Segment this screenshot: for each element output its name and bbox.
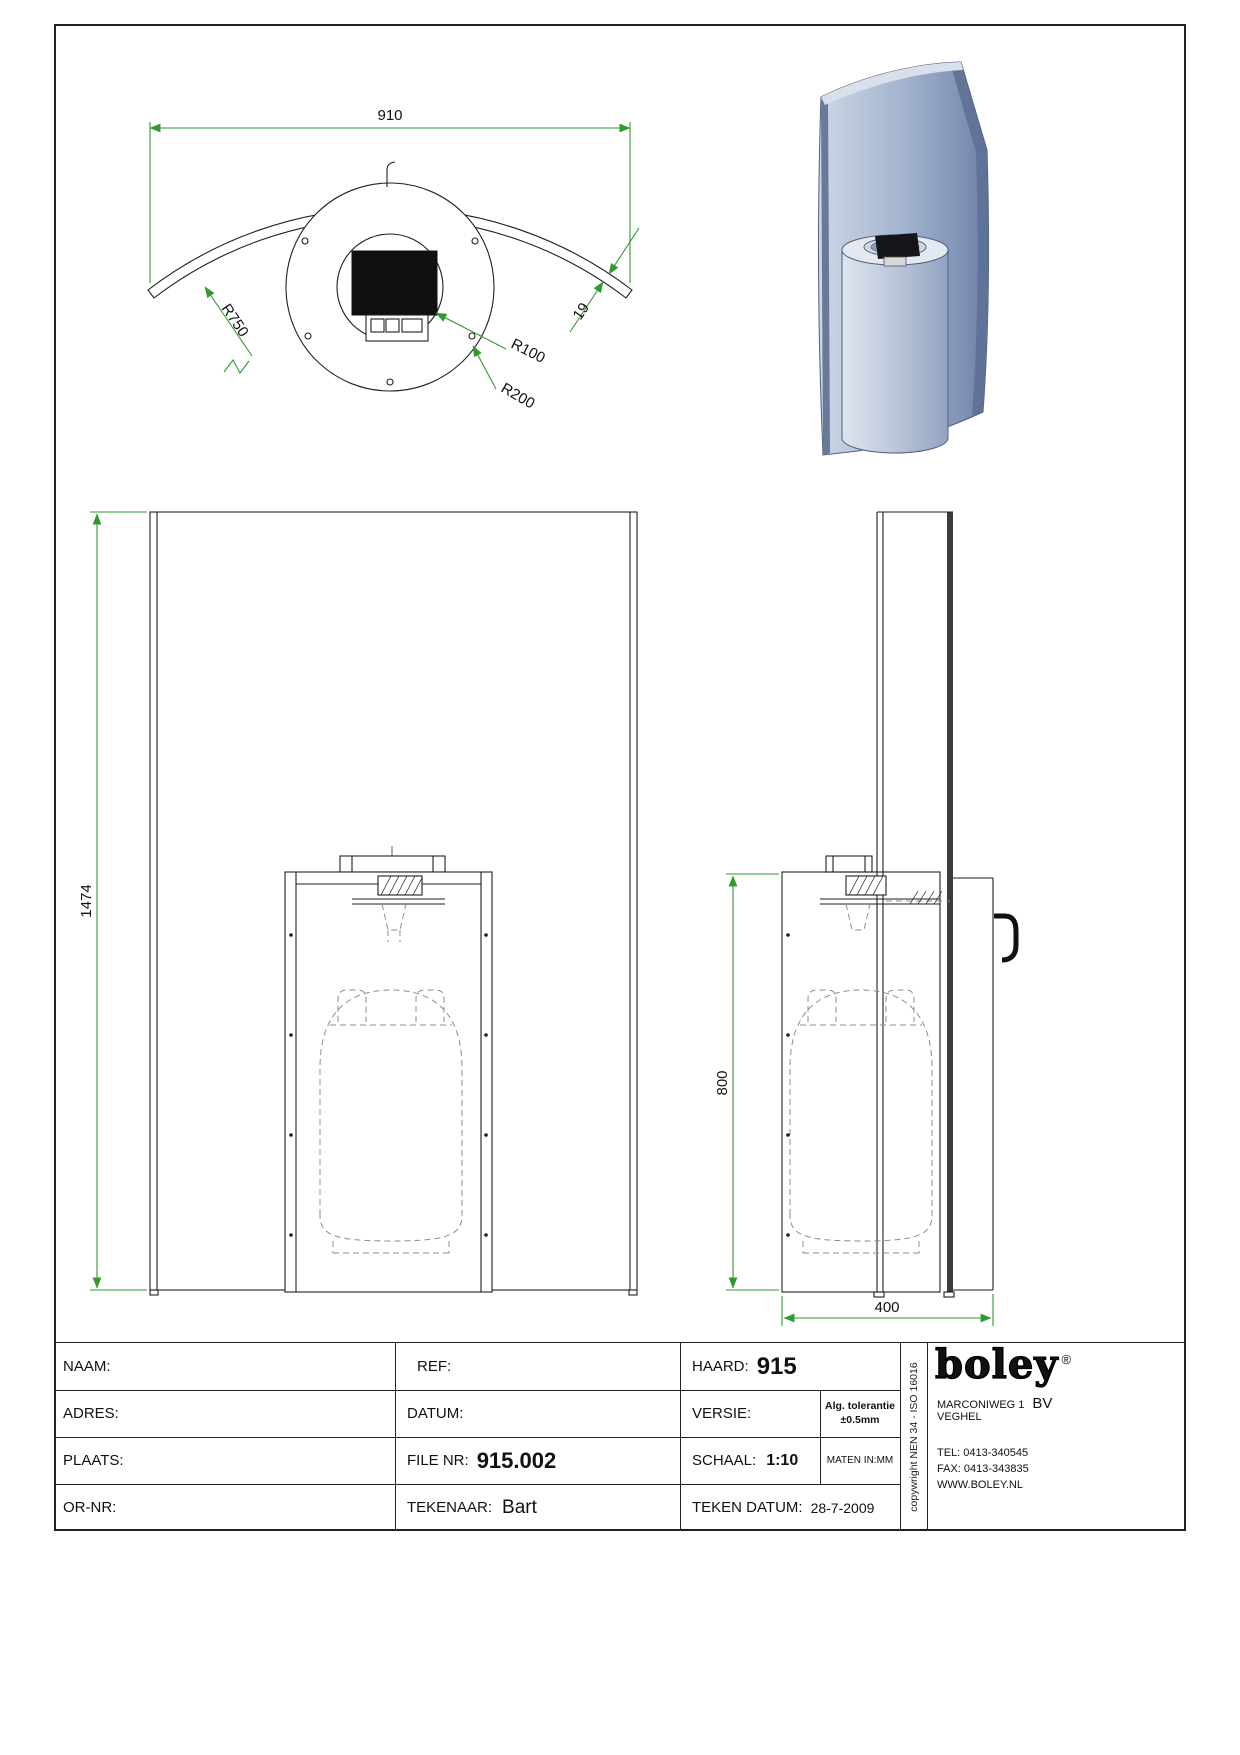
maten-label: MATEN IN:MM	[826, 1455, 894, 1466]
haard-cell: HAARD: 915	[680, 1343, 900, 1390]
schaal-label: SCHAAL:	[692, 1452, 757, 1469]
burner-display	[351, 250, 438, 316]
side-panel-front-edge	[947, 512, 953, 1292]
company-cell: boley® MARCONIWEG 1 BV VEGHEL TEL: 0413-3…	[927, 1343, 1185, 1531]
iso-view	[818, 61, 990, 456]
registered-mark: ®	[1061, 1351, 1073, 1367]
company-tel: TEL: 0413-340545	[937, 1447, 1029, 1459]
dim-910-lines	[149, 122, 631, 283]
title-block: NAAM: ADRES: PLAATS: OR-NR: REF: DATUM: …	[55, 1342, 1185, 1531]
versie-cell: VERSIE:	[680, 1390, 820, 1437]
tolerantie-cell: Alg. tolerantie ±0.5mm	[820, 1390, 900, 1437]
r200-leader	[472, 345, 497, 390]
dim-19-lines	[569, 227, 640, 333]
r750-leader	[204, 286, 253, 375]
copyright-vertical: copywright NEN 34 - ISO 16016	[907, 1362, 920, 1512]
tb-divider	[55, 1437, 900, 1438]
dim-800-label: 800	[714, 1070, 731, 1095]
iso-panel-top-edge	[821, 62, 963, 105]
tekenaar-cell: TEKENAAR: Bart	[395, 1484, 680, 1531]
curved-panel-top-view	[147, 207, 633, 299]
maten-cell: MATEN IN:MM	[820, 1437, 900, 1484]
haard-value: 915	[756, 1352, 797, 1380]
tb-divider	[55, 1484, 900, 1485]
side-screw-dots	[786, 933, 790, 1237]
company-address2: VEGHEL	[937, 1411, 982, 1423]
filenr-label: FILE NR:	[407, 1452, 469, 1469]
side-burner-assembly	[820, 875, 950, 931]
ornr-label: OR-NR:	[63, 1499, 117, 1516]
iso-burner-display	[875, 233, 920, 259]
dim-910-label: 910	[377, 107, 402, 124]
front-burner-assembly	[352, 875, 445, 942]
plaats-label: PLAATS:	[63, 1452, 124, 1469]
dim-400-label: 400	[874, 1299, 899, 1316]
adres-label: ADRES:	[63, 1405, 119, 1422]
teken-datum-label: TEKEN DATUM:	[692, 1499, 803, 1516]
front-gas-bottle	[319, 989, 463, 1254]
tb-divider	[927, 1343, 928, 1531]
naam-label: NAAM:	[63, 1358, 111, 1375]
iso-panel-left-edge	[821, 94, 830, 455]
control-box	[365, 314, 429, 342]
company-bv: BV	[1032, 1395, 1053, 1412]
dim-800-lines	[726, 873, 779, 1291]
ref-label: REF:	[417, 1358, 452, 1375]
r750-label: R750	[218, 301, 252, 340]
filenr-cell: FILE NR: 915.002	[395, 1437, 680, 1484]
filenr-value: 915.002	[476, 1447, 557, 1473]
plaats-cell: PLAATS:	[55, 1437, 395, 1484]
naam-cell: NAAM:	[55, 1343, 395, 1390]
dim-400-lines	[781, 1294, 994, 1326]
side-gas-bottle	[789, 989, 933, 1254]
adres-cell: ADRES:	[55, 1390, 395, 1437]
schaal-value: 1:10	[766, 1451, 799, 1469]
haard-label: HAARD:	[692, 1358, 749, 1375]
teken-datum-cell: TEKEN DATUM: 28-7-2009	[680, 1484, 900, 1531]
ornr-cell: OR-NR:	[55, 1484, 395, 1531]
company-address1: MARCONIWEG 1 BV	[937, 1395, 1052, 1412]
datum-label: DATUM:	[407, 1405, 464, 1422]
company-fax: FAX: 0413-343835	[937, 1463, 1029, 1475]
tolerantie-line1: Alg. tolerantie	[824, 1400, 895, 1413]
tb-divider	[55, 1390, 900, 1391]
iso-cylinder	[841, 249, 949, 454]
boley-logo-text: boley	[934, 1341, 1059, 1388]
address-line1: MARCONIWEG 1	[937, 1399, 1025, 1411]
ref-cell: REF:	[395, 1343, 680, 1390]
datum-cell: DATUM:	[395, 1390, 680, 1437]
side-glass-front	[953, 877, 994, 1291]
teken-datum-value: 28-7-2009	[810, 1499, 875, 1516]
side-flue-cap	[825, 855, 873, 873]
tolerantie-line2: ±0.5mm	[840, 1413, 880, 1426]
r200-label: R200	[498, 380, 538, 413]
iso-panel-right-edge	[951, 62, 989, 417]
versie-label: VERSIE:	[692, 1405, 752, 1422]
front-view: 1474	[78, 511, 638, 1296]
tekenaar-value: Bart	[502, 1496, 537, 1518]
boley-logo: boley®	[934, 1344, 1073, 1385]
tekenaar-label: TEKENAAR:	[407, 1499, 493, 1516]
iso-control-box	[883, 256, 907, 267]
sheet-frame	[54, 24, 1186, 1531]
front-screw-dots	[289, 933, 488, 1237]
dim-1474-lines	[90, 511, 147, 1291]
dim-19-label: 19	[570, 300, 593, 323]
r100-leader	[435, 312, 507, 350]
dim-1474-label: 1474	[78, 884, 95, 917]
side-view: 800 400	[714, 511, 1019, 1326]
screw-holes	[301, 237, 479, 386]
door-handle	[994, 913, 1019, 963]
schaal-cell: SCHAAL: 1:10	[680, 1437, 820, 1484]
r100-label: R100	[508, 335, 548, 366]
side-firebox	[781, 871, 941, 1293]
company-web: WWW.BOLEY.NL	[937, 1479, 1023, 1491]
tb-divider	[900, 1343, 901, 1531]
ignition-pin	[386, 161, 396, 187]
top-view: 910 R750 R100 R200 19	[147, 107, 640, 413]
